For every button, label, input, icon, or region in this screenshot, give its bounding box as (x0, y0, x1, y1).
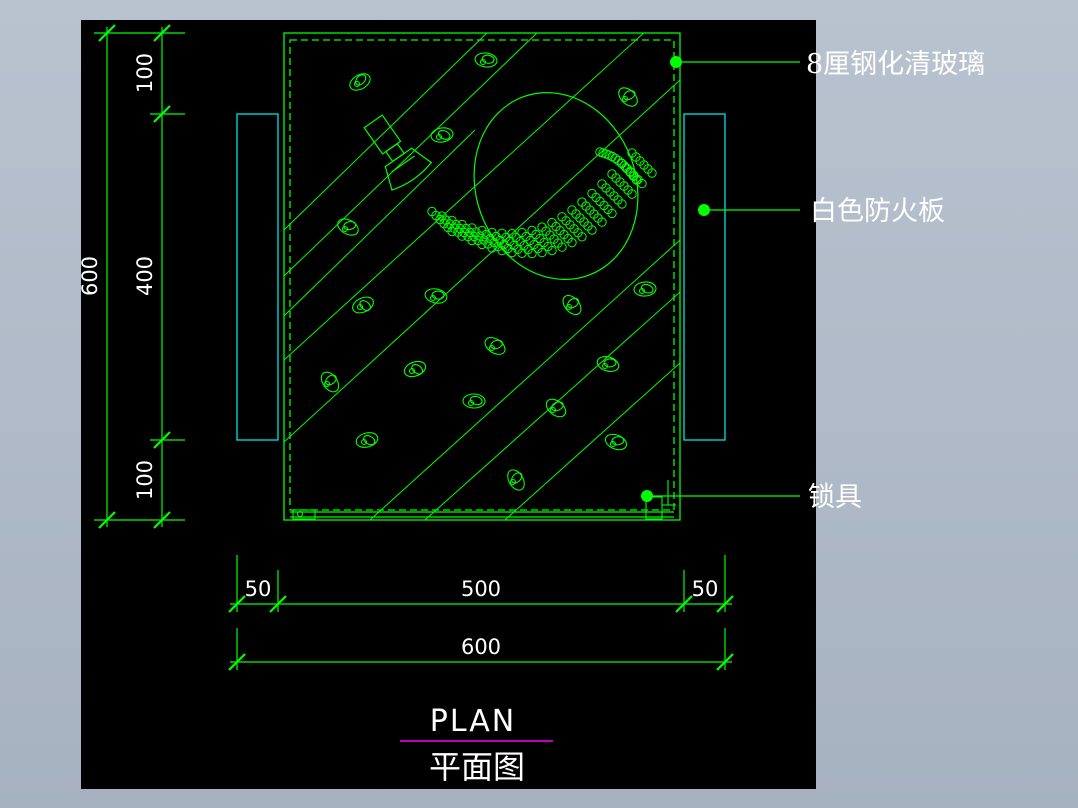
jewelry-icon (403, 360, 427, 378)
jewelry-icon (337, 218, 359, 236)
necklace-icon (427, 147, 657, 259)
bead (487, 243, 497, 253)
jewelry-icon (320, 371, 340, 393)
jewelry-icon (352, 296, 374, 314)
drawing-canvas (81, 20, 816, 789)
jewelry-icon (507, 469, 525, 491)
callout-lock-label: 锁具 (808, 482, 862, 513)
bead (517, 248, 527, 259)
dim-left-bottom: 100 (133, 460, 157, 500)
bead (547, 245, 557, 256)
bead (557, 242, 567, 252)
plan-title-zh: 平面图 (429, 748, 525, 786)
bead (613, 155, 623, 166)
jewelry-icon (562, 294, 582, 316)
bead (577, 232, 587, 242)
dim-bottom-left: 50 (245, 577, 272, 601)
jewelry-icon (633, 281, 657, 297)
cabinet-outline (283, 32, 681, 521)
bead (587, 225, 597, 235)
dim-bottom-total: 600 (461, 635, 501, 659)
bead (527, 248, 537, 259)
dim-bottom-middle: 500 (461, 577, 501, 601)
jewelry-icon (355, 432, 379, 448)
callout-glass-label: 8厘钢化清玻璃 (806, 49, 985, 80)
dim-left-outer: 600 (78, 256, 102, 296)
side-panels (236, 113, 726, 441)
lock-icon (292, 480, 676, 520)
bead (607, 208, 617, 219)
jewelry-icon (430, 127, 454, 143)
spotlight-icon (363, 114, 433, 191)
bead (597, 217, 607, 227)
jewelry-icon (349, 73, 371, 91)
left-panel (236, 113, 279, 441)
glass-hatch (284, 33, 680, 520)
bead (616, 158, 626, 168)
bead (617, 199, 627, 209)
bead (567, 237, 577, 248)
right-panel (683, 113, 726, 441)
bead (537, 247, 547, 258)
bead (631, 175, 642, 185)
jewelry-icon (474, 52, 498, 68)
jewelry-icon (484, 337, 506, 355)
light-ellipse (473, 92, 639, 280)
left-dimension-lines (94, 24, 185, 529)
bead (477, 239, 487, 250)
jewelry-items (320, 52, 657, 491)
jewelry-icon (618, 87, 638, 107)
jewelry-icon (604, 433, 628, 451)
bead (610, 153, 620, 164)
dim-left-middle: 400 (133, 256, 157, 296)
plan-title-en: PLAN (430, 704, 516, 739)
callout-panel: 白色防火板 (698, 196, 945, 227)
bead (457, 231, 467, 241)
bead (467, 235, 477, 246)
jewelry-icon (596, 356, 620, 372)
callout-lock: 锁具 (641, 482, 862, 513)
jewelry-icon (545, 398, 567, 418)
bead (622, 164, 633, 174)
bead (497, 245, 507, 256)
bead (647, 168, 657, 178)
callout-glass: 8厘钢化清玻璃 (670, 49, 985, 80)
callout-panel-label: 白色防火板 (810, 196, 945, 227)
dim-bottom-right: 50 (692, 577, 719, 601)
bead (627, 189, 637, 199)
bead (619, 161, 629, 171)
jewelry-icon (462, 393, 486, 409)
bottom-dimension-lines (228, 555, 734, 671)
bead (447, 226, 457, 237)
bead (507, 247, 517, 258)
dim-left-top: 100 (133, 53, 157, 93)
jewelry-icon (424, 288, 448, 304)
